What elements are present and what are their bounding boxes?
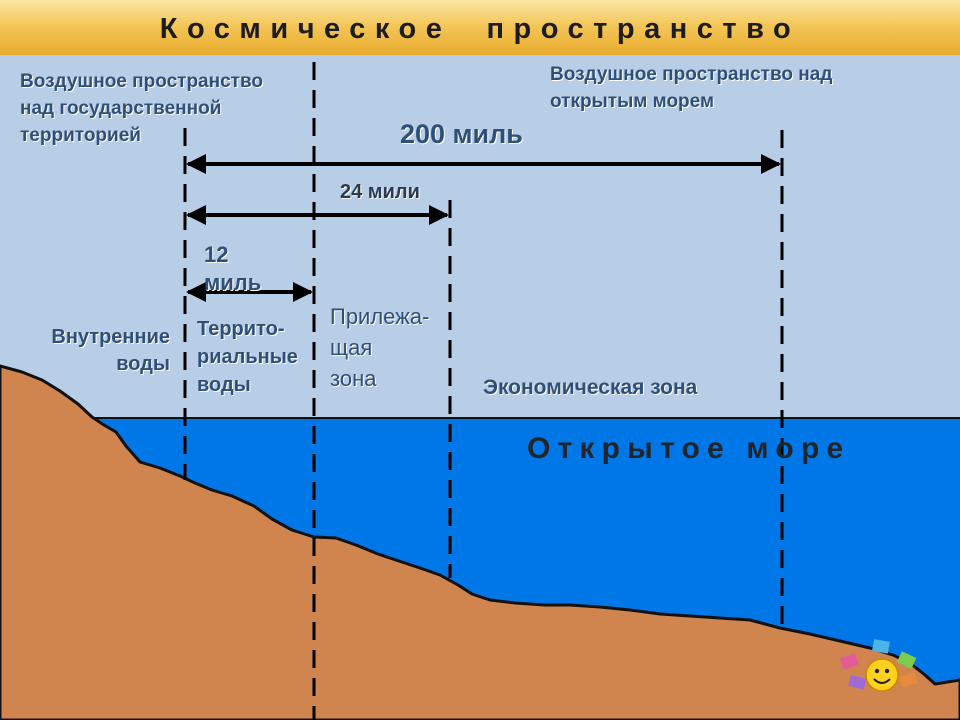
distance-12-label: 12 миль [204,242,262,295]
space-title: Космическое пространство [159,13,801,45]
open-sea-label: Открытое море [527,432,851,465]
territorial-waters-label: Террито- риальные воды [197,318,298,396]
smiley-books-icon [839,639,918,692]
space-header-band: Космическое пространство [0,0,960,55]
economic-zone-label: Экономическая зона [483,376,698,399]
internal-waters-label: Внутренние воды [51,326,170,375]
airspace-state-territory-label: Воздушное пространство над государственн… [20,71,264,146]
land-seabed [0,364,960,720]
contiguous-zone-label: Прилежа- щая зона [330,304,430,391]
distance-200-label: 200 миль [400,119,523,149]
airspace-open-sea-label: Воздушное пространство над открытым море… [550,64,833,112]
distance-24-label: 24 мили [340,181,420,203]
